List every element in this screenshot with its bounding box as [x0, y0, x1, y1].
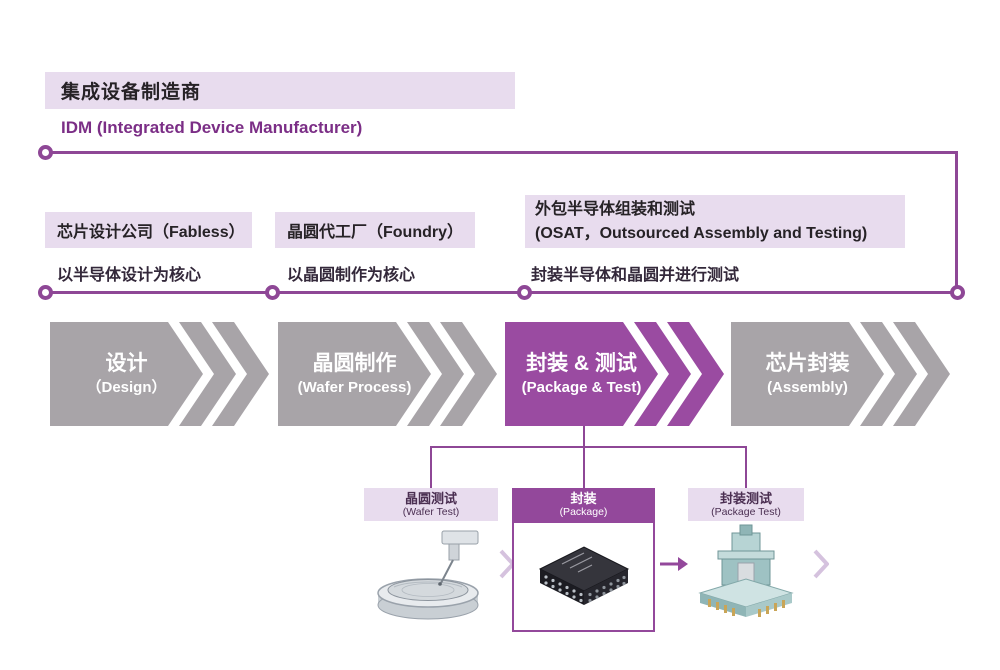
substep-subtitle: (Package): [559, 505, 608, 518]
connector-stem: [583, 426, 585, 447]
osat-desc: 封装半导体和晶圆并进行测试: [531, 267, 740, 284]
foundry-box: 晶圆代工厂（Foundry）: [275, 212, 475, 248]
step-title: 晶圆制作: [312, 352, 397, 375]
chevron-right-icon: [813, 549, 829, 579]
process-arrow-design: 设计 （Design）: [50, 322, 270, 426]
fabless-desc: 以半导体设计为核心: [57, 267, 202, 284]
test-socket-image: [688, 521, 804, 627]
arrow-shape-gray: [278, 322, 497, 426]
substep-title: 封装: [570, 490, 597, 506]
substep-package-header: 封装 (Package): [512, 488, 655, 521]
fabless-label: 芯片设计公司（Fabless）: [57, 224, 245, 241]
connector-bar: [430, 446, 747, 448]
osat-box: 外包半导体组装和测试 (OSAT，Outsourced Assembly and…: [525, 195, 905, 248]
substep-title: 晶圆测试: [404, 490, 457, 506]
wafer-prober-illustration: [377, 530, 479, 620]
process-arrow-package-test: 封装 & 测试 (Package & Test): [505, 322, 725, 426]
idm-subtitle: IDM (Integrated Device Manufacturer): [61, 118, 363, 137]
wafer-prober-image: [364, 521, 498, 629]
arrow-text: 芯片封装 (Assembly): [731, 322, 884, 426]
foundry-label: 晶圆代工厂（Foundry）: [287, 224, 463, 241]
arrow-shape-purple: [505, 322, 724, 426]
idm-title: 集成设备制造商: [61, 82, 202, 103]
test-socket-illustration: [698, 524, 794, 617]
process-arrow-assembly: 芯片封装 (Assembly): [731, 322, 951, 426]
osat-label-line2: (OSAT，Outsourced Assembly and Testing): [535, 224, 868, 242]
osat-label-line1: 外包半导体组装和测试: [535, 200, 696, 218]
arrow-text: 封装 & 测试 (Package & Test): [505, 322, 658, 426]
process-arrow-wafer-process: 晶圆制作 (Wafer Process): [278, 322, 498, 426]
connector-drop-center: [583, 446, 585, 488]
step-title: 芯片封装: [765, 352, 850, 375]
idm-span-line: [45, 151, 958, 154]
idm-right-connector: [955, 151, 958, 294]
fabless-box: 芯片设计公司（Fabless）: [45, 212, 252, 248]
substep-subtitle: (Wafer Test): [402, 505, 460, 518]
foundry-desc: 以晶圆制作为核心: [287, 267, 416, 284]
substep-wafer-test-header: 晶圆测试 (Wafer Test): [364, 488, 498, 521]
right-end-node: [950, 285, 965, 300]
substep-subtitle: (Package Test): [711, 505, 781, 518]
step-subtitle: (Package & Test): [521, 379, 642, 396]
idm-line-node: [38, 145, 53, 160]
arrow-right-icon: [660, 557, 688, 571]
company-span-line: [45, 291, 957, 294]
osat-node: [517, 285, 532, 300]
step-subtitle: (Wafer Process): [297, 379, 412, 396]
step-subtitle: （Design）: [86, 379, 167, 396]
idm-title-box: 集成设备制造商: [45, 72, 515, 109]
arrow-shape-gray: [50, 322, 269, 426]
step-subtitle: (Assembly): [767, 379, 848, 396]
foundry-node: [265, 285, 280, 300]
arrow-text: 设计 （Design）: [50, 322, 203, 426]
substep-title: 封装测试: [719, 490, 772, 506]
step-title: 设计: [105, 352, 148, 375]
chip-package-image: [512, 521, 655, 632]
connector-drop-left: [430, 446, 432, 488]
fabless-node: [38, 285, 53, 300]
step-title: 封装 & 测试: [526, 352, 637, 375]
chip-package-illustration: [538, 546, 630, 605]
connector-drop-right: [745, 446, 747, 488]
substep-package-test-header: 封装测试 (Package Test): [688, 488, 804, 521]
arrow-text: 晶圆制作 (Wafer Process): [278, 322, 431, 426]
arrow-shape-gray: [731, 322, 950, 426]
